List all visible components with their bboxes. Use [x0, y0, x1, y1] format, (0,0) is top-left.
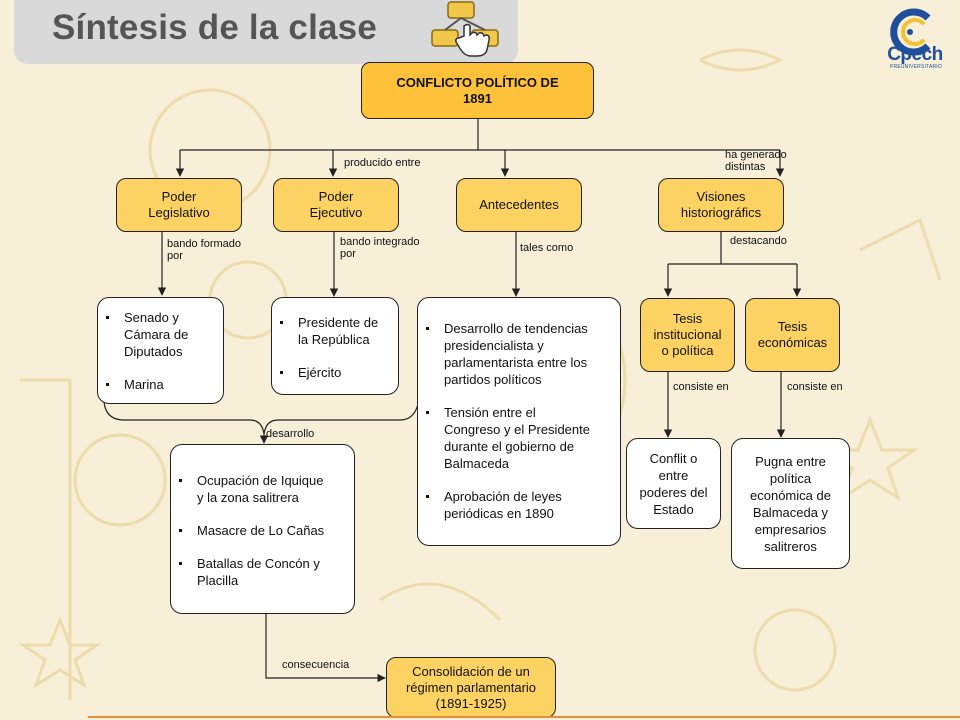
- cpech-logo: [890, 8, 931, 56]
- list-item: Senado y Cámara de Diputados: [98, 309, 219, 360]
- poder-ejecutivo-node: Poder Ejecutivo: [273, 178, 399, 232]
- consolidacion-node: Consolidación de un régimen parlamentari…: [386, 657, 556, 718]
- edge-label-desarrollo: desarrollo: [266, 428, 315, 440]
- antecedentes-list-box: Desarrollo de tendencias presidencialist…: [417, 297, 621, 546]
- edge-label-bando-formado: bando formado por: [167, 238, 241, 262]
- edge-label-ha-generado: ha generado distintas: [725, 149, 787, 173]
- desarrollo-list-box: Ocupación de Iquique y la zona salitrera…: [170, 444, 355, 614]
- legislativo-list-box: Senado y Cámara de Diputados Marina: [97, 297, 224, 404]
- pugna-text: Pugna entre política económica de Balmac…: [750, 453, 831, 554]
- list-item: Batallas de Concón y Placilla: [171, 555, 350, 589]
- list-item: Aprobación de leyes periódicas en 1890: [418, 488, 616, 522]
- consolidacion-label: Consolidación de un régimen parlamentari…: [405, 663, 537, 711]
- edge-label-consecuencia: consecuencia: [282, 659, 350, 671]
- tesis-institucional-label: Tesis institucional o política: [653, 311, 722, 358]
- antecedentes-label: Antecedentes: [479, 197, 559, 212]
- edge-label-bando-integrado: bando integrado por: [340, 236, 420, 260]
- list-item: Marina: [98, 376, 219, 393]
- list-item: Ejército: [272, 364, 394, 381]
- list-item: Ocupación de Iquique y la zona salitrera: [171, 472, 350, 506]
- bottom-accent-line: [88, 716, 960, 718]
- page-title: Síntesis de la clase: [52, 8, 378, 47]
- list-item: Presidente de la República: [272, 314, 394, 348]
- edge-label-producido-entre: producido entre: [344, 157, 421, 169]
- edge-label-destacando: destacando: [730, 235, 787, 247]
- ejecutivo-list-box: Presidente de la República Ejército: [271, 297, 399, 395]
- list-item: Desarrollo de tendencias presidencialist…: [418, 320, 616, 388]
- main-topic-text: CONFLICTO POLÍTICO DE 1891: [396, 74, 559, 106]
- conflicto-poderes-text: Conflit o entre poderes del Estado: [639, 450, 708, 517]
- tesis-economicas-label: Tesis económicas: [757, 319, 828, 350]
- tesis-economicas-node: Tesis económicas: [745, 298, 840, 372]
- list-item: Tensión entre el Congreso y el President…: [418, 404, 616, 472]
- edge-label-consiste-en-2: consiste en: [787, 381, 843, 393]
- poder-legislativo-node: Poder Legislativo: [116, 178, 242, 232]
- tesis-institucional-node: Tesis institucional o política: [640, 298, 735, 372]
- poder-ejecutivo-label: Poder Ejecutivo: [309, 189, 363, 220]
- pugna-box: Pugna entre política económica de Balmac…: [731, 438, 850, 569]
- list-item: Masacre de Lo Cañas: [171, 522, 350, 539]
- visiones-node: Visiones historiográfics: [658, 178, 784, 232]
- logo-subtitle: PREUNIVERSITARIO: [889, 64, 942, 70]
- flowchart-click-icon: [431, 1, 499, 57]
- main-topic-node: CONFLICTO POLÍTICO DE 1891: [361, 62, 594, 119]
- visiones-label: Visiones historiográfics: [680, 189, 762, 220]
- poder-legislativo-label: Poder Legislativo: [148, 189, 210, 220]
- logo-wordmark: Cpech: [887, 44, 943, 65]
- conflicto-poderes-box: Conflit o entre poderes del Estado: [626, 438, 721, 529]
- antecedentes-node: Antecedentes: [456, 178, 582, 232]
- edge-label-consiste-en-1: consiste en: [673, 381, 729, 393]
- edge-label-tales-como: tales como: [520, 242, 574, 254]
